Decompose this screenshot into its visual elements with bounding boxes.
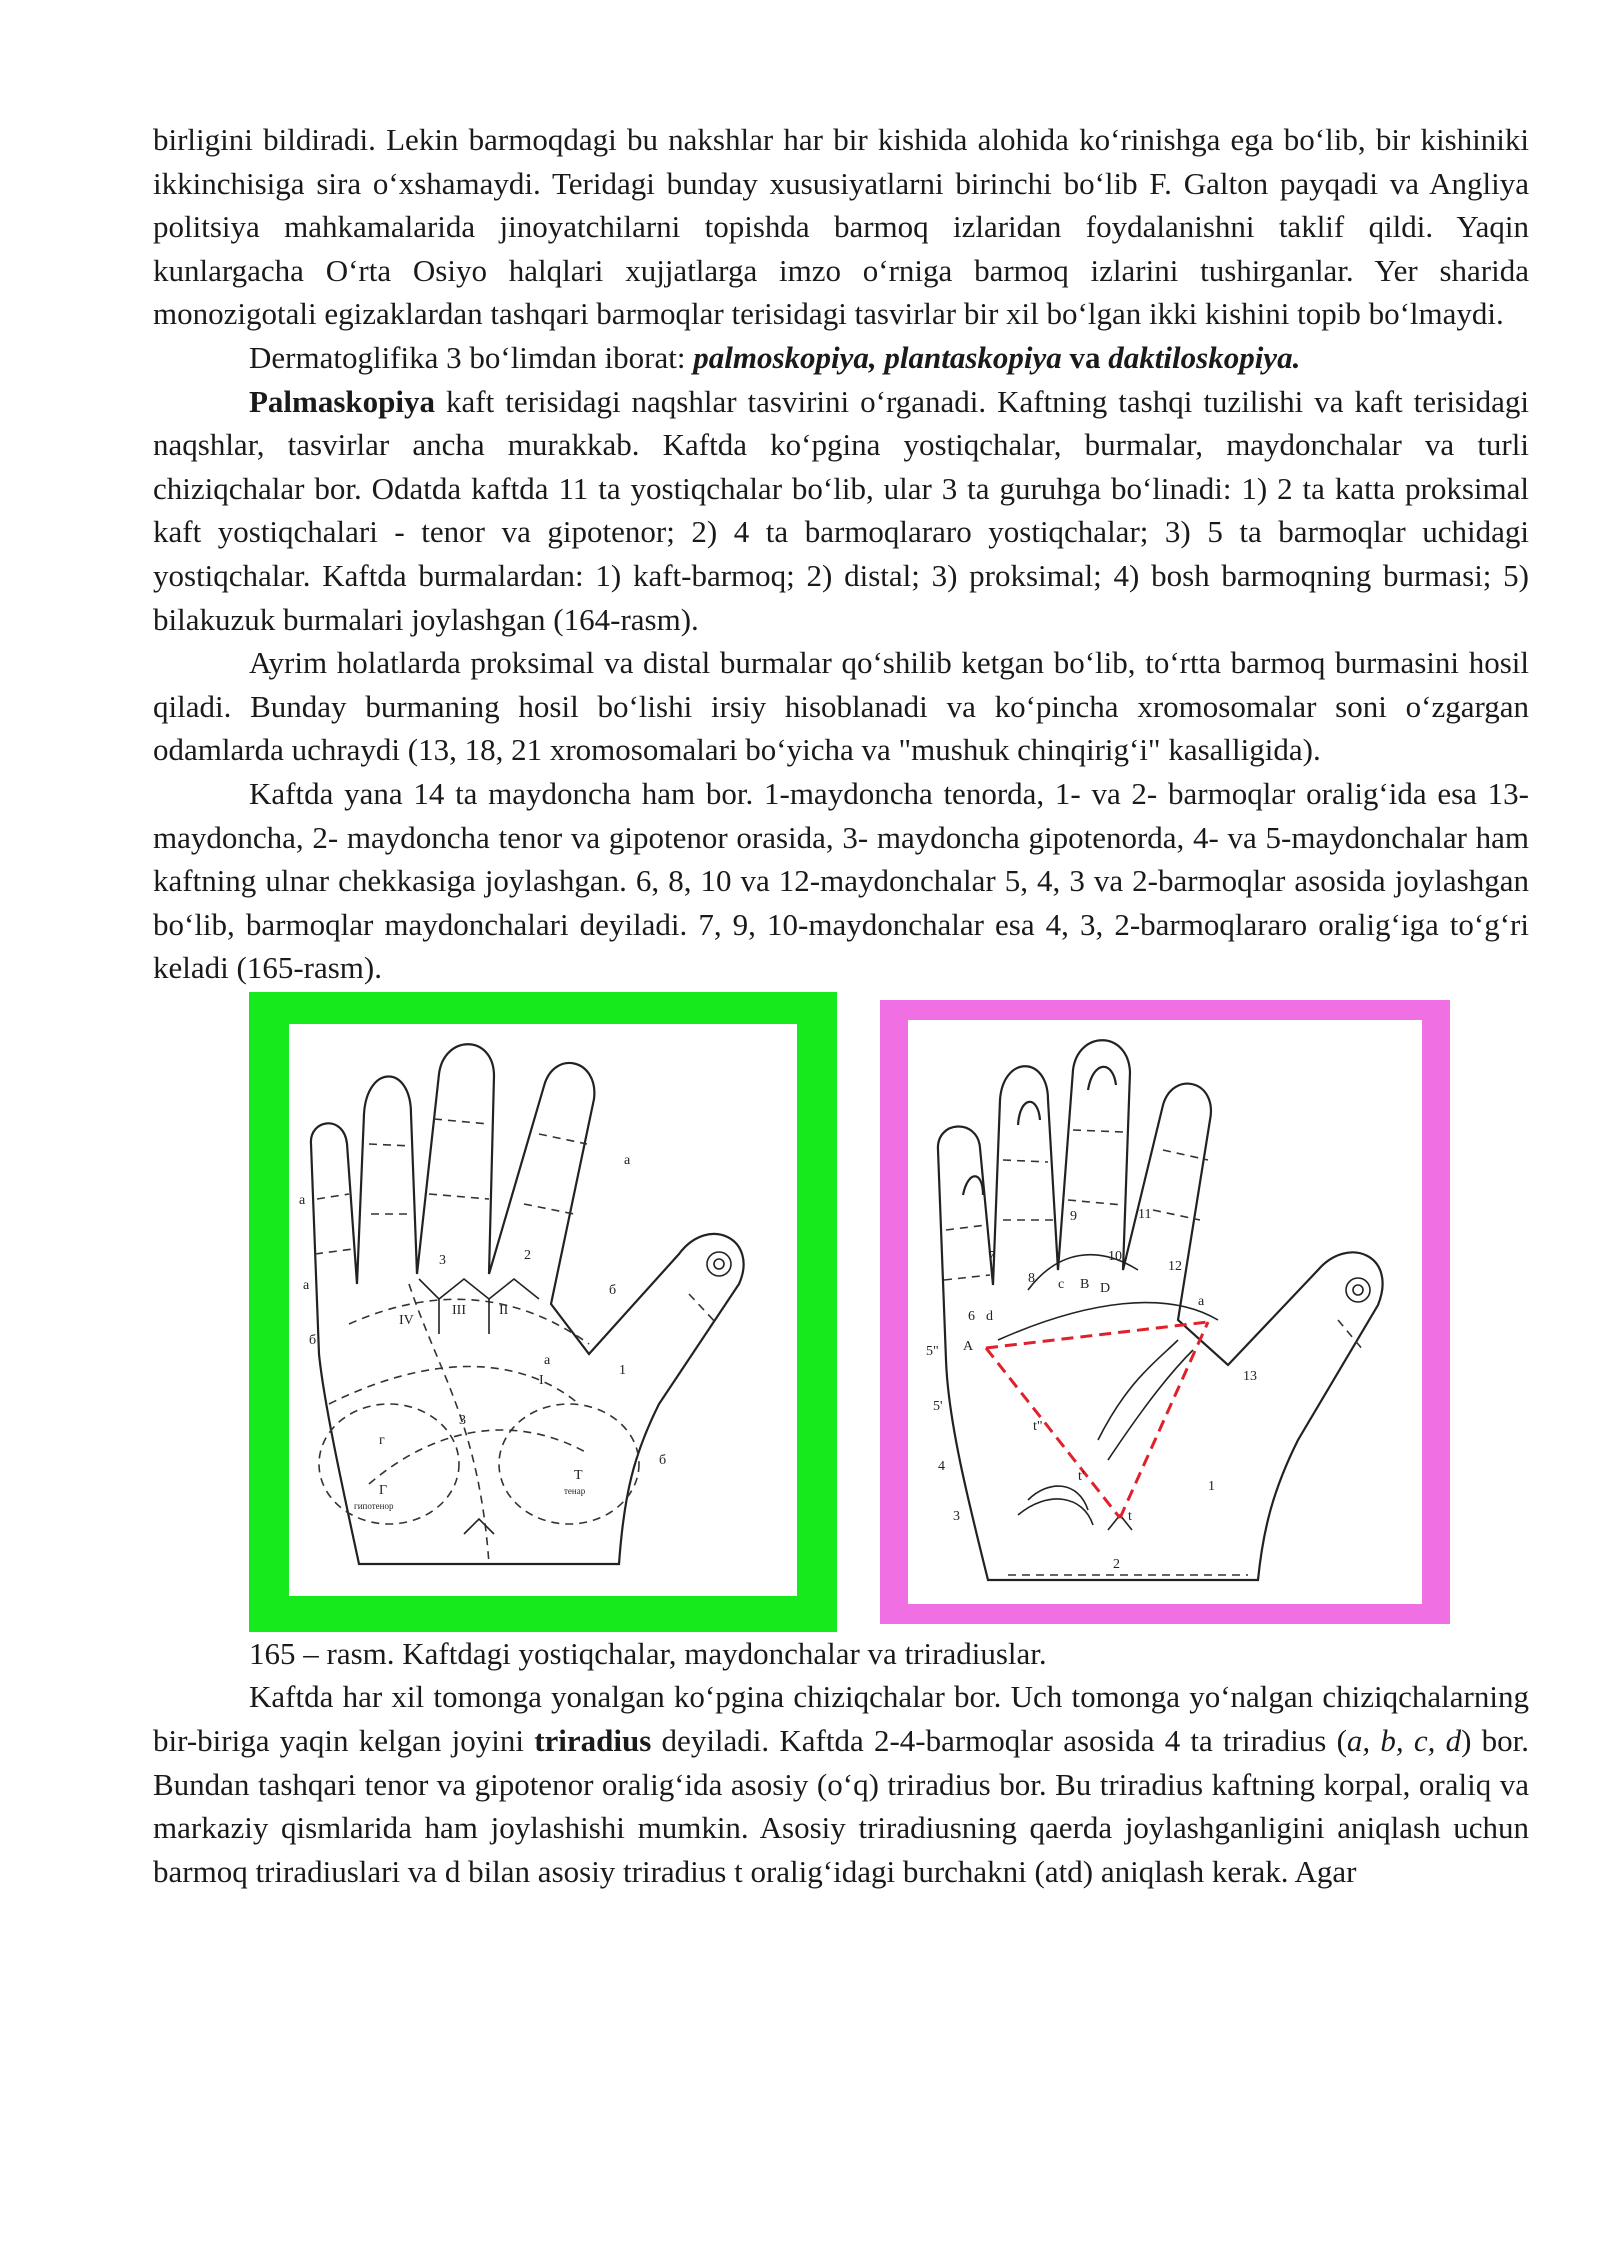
right-label-5dd: 5": [926, 1344, 939, 1359]
paragraph-5: Kaftda yana 14 ta maydoncha ham bor. 1-m…: [153, 775, 1529, 986]
left-label-T: T: [574, 1468, 583, 1483]
triradius-letters: a, b, c, d: [1346, 1723, 1462, 1759]
right-label-8: 8: [1028, 1271, 1035, 1286]
figure-left-frame: a a a 3 2 a б б IV III II I 1 3: [249, 991, 837, 1632]
paragraph-6-end: ) bor. Bundan tashqari tenor va gipoteno…: [153, 1723, 1530, 1889]
figure-left-palm: a a a 3 2 a б б IV III II I 1 3: [289, 1023, 797, 1596]
left-label-gipotenor: гипотенор: [354, 1501, 394, 1511]
left-label-I: I: [539, 1373, 544, 1388]
term-daktiloskopiya: daktiloskopiya.: [1108, 339, 1301, 375]
right-label-td: t': [1078, 1469, 1084, 1484]
left-label-a3: a: [624, 1153, 631, 1168]
right-label-11: 11: [1138, 1207, 1151, 1222]
right-label-2: 2: [1113, 1557, 1120, 1572]
right-label-3: 3: [953, 1509, 960, 1524]
right-label-t: t: [1128, 1509, 1132, 1524]
term-triradius: triradius: [534, 1723, 652, 1759]
left-label-II: II: [499, 1303, 509, 1318]
right-label-13: 13: [1243, 1369, 1257, 1384]
palm-diagram-right: 9 11 7 10 12 6 d 8 c B D a A 5": [926, 1039, 1384, 1581]
right-label-5d: 5': [933, 1399, 943, 1414]
left-label-1: 1: [619, 1363, 626, 1378]
right-label-a: a: [1198, 1294, 1205, 1309]
right-label-d: d: [986, 1309, 993, 1324]
left-label-2: 2: [524, 1248, 531, 1263]
right-label-A: A: [963, 1339, 974, 1354]
left-label-3: 3: [439, 1253, 446, 1268]
left-label-b3: б: [659, 1453, 666, 1468]
paragraph-4: Ayrim holatlarda proksimal va distal bur…: [153, 645, 1529, 768]
right-label-4: 4: [938, 1459, 945, 1474]
right-label-7: 7: [988, 1249, 995, 1264]
document-page: birligini bildiradi. Lekin barmoqdagi bu…: [153, 118, 1529, 1893]
left-label-III: III: [452, 1303, 466, 1318]
paragraph-6: Kaftda har xil tomonga yonalgan ko‘pgina…: [153, 1675, 1529, 1893]
right-label-1: 1: [1208, 1479, 1215, 1494]
left-label-3b: 3: [459, 1413, 466, 1428]
left-label-g: г: [379, 1433, 385, 1448]
right-label-tdd: t": [1033, 1419, 1043, 1434]
paragraph-1: birligini bildiradi. Lekin barmoqdagi bu…: [153, 122, 1529, 332]
paragraph-6-rest: deyiladi. Kaftda 2-4-barmoqlar asosida 4…: [651, 1723, 1347, 1759]
left-label-G: Г: [379, 1483, 387, 1498]
figure-right-palm: 9 11 7 10 12 6 d 8 c B D a A 5": [908, 1019, 1422, 1604]
left-label-a1: a: [299, 1193, 306, 1208]
left-label-a4: a: [544, 1353, 551, 1368]
right-label-6: 6: [968, 1309, 975, 1324]
right-label-c: c: [1058, 1277, 1064, 1292]
right-label-B: B: [1080, 1277, 1089, 1292]
paragraph-6-text: Kaftda har xil tomonga yonalgan ko‘pgina…: [153, 1679, 1529, 1759]
term-palmoskopiya: palmoskopiya, plantaskopiya: [693, 339, 1062, 375]
paragraph-3: Palmaskopiya kaft terisidagi naqshlar ta…: [153, 380, 1529, 642]
left-label-a2: a: [303, 1278, 310, 1293]
paragraph-2: Dermatoglifika 3 bo‘limdan iborat: palmo…: [153, 336, 1529, 380]
left-label-b2: б: [609, 1283, 616, 1298]
figure-right-frame: 9 11 7 10 12 6 d 8 c B D a A 5": [880, 999, 1450, 1624]
left-label-tenar: тенар: [564, 1486, 586, 1496]
right-label-10: 10: [1108, 1249, 1122, 1264]
palm-diagram-left: a a a 3 2 a б б IV III II I 1 3: [299, 1043, 745, 1565]
right-label-12: 12: [1168, 1259, 1182, 1274]
p2-va: va: [1061, 339, 1109, 375]
figure-165: a a a 3 2 a б б IV III II I 1 3: [153, 991, 1529, 1632]
right-label-D: D: [1100, 1281, 1110, 1296]
p2-start: Dermatoglifika 3 bo‘limdan iborat:: [249, 339, 694, 375]
left-label-IV: IV: [399, 1313, 414, 1328]
right-label-9: 9: [1070, 1209, 1077, 1224]
left-label-b1: б: [309, 1333, 316, 1348]
paragraph-3-text: kaft terisidagi naqshlar tasvirini o‘rga…: [153, 383, 1529, 637]
term-palmaskopiya: Palmaskopiya: [249, 383, 436, 419]
figure-caption: 165 – rasm. Kaftdagi yostiqchalar, maydo…: [249, 1635, 1047, 1671]
